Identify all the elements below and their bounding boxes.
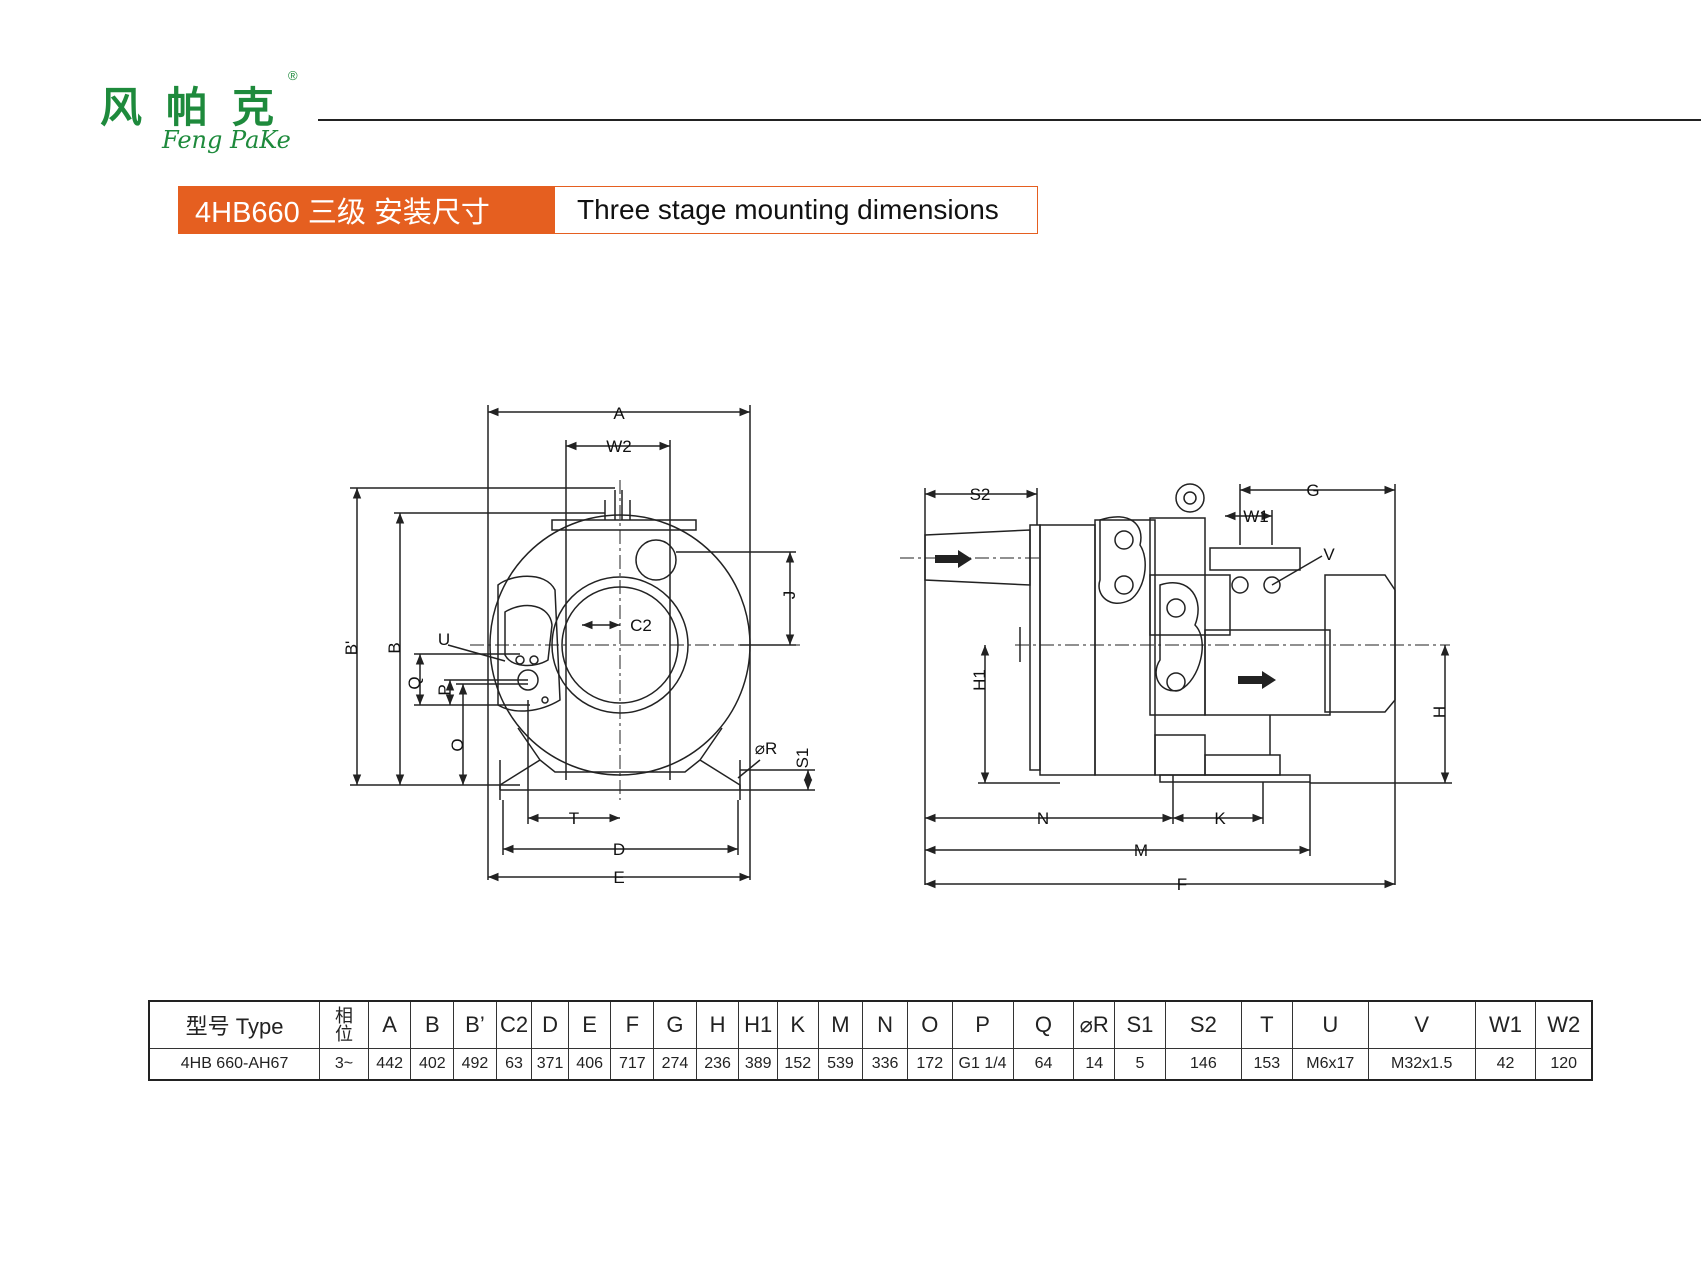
dim-label-B-prime: B' <box>342 641 361 656</box>
table-header-cell: 相 位 <box>319 1000 369 1049</box>
dim-label-S1: S1 <box>793 748 812 769</box>
dim-label-T: T <box>569 809 579 828</box>
table-cell: 3~ <box>319 1048 369 1081</box>
table-header-cell: H <box>695 1000 740 1049</box>
table-cell: 5 <box>1114 1048 1166 1081</box>
dim-label-H1: H1 <box>970 669 989 691</box>
brand-name-cn: 风帕克 <box>100 83 299 132</box>
table-header-cell: P <box>951 1000 1014 1049</box>
table-cell: 274 <box>653 1048 697 1081</box>
dim-label-Q: Q <box>405 676 424 689</box>
table-header-cell: K <box>776 1000 819 1049</box>
table-header-cell: ⌀R <box>1073 1000 1116 1049</box>
dim-label-G: G <box>1306 481 1319 500</box>
table-cell: 172 <box>906 1048 953 1081</box>
table-header-cell: V <box>1367 1000 1476 1049</box>
dim-label-K: K <box>1214 809 1226 828</box>
dim-label-D: D <box>613 840 625 859</box>
table-cell: 4HB 660-AH67 <box>148 1048 321 1081</box>
table-cell: 42 <box>1474 1048 1537 1081</box>
table-cell: G1 1/4 <box>951 1048 1014 1081</box>
page-title-en: Three stage mounting dimensions <box>577 194 999 225</box>
dim-label-W2: W2 <box>606 437 632 456</box>
table-cell: 442 <box>367 1048 412 1081</box>
brand-name-en: Feng PaKe <box>162 126 291 154</box>
table-header-cell: T <box>1240 1000 1293 1049</box>
table-cell: 120 <box>1535 1048 1593 1081</box>
table-cell: 402 <box>410 1048 455 1081</box>
page-title-banner: 4HB660 三级 安装尺寸 Three stage mounting dime… <box>178 186 1038 234</box>
dim-label-W1: W1 <box>1243 507 1269 526</box>
table-cell: 371 <box>531 1048 569 1081</box>
table-header-cell: S1 <box>1114 1000 1166 1049</box>
table-header-cell: W2 <box>1535 1000 1593 1049</box>
table-header-cell: G <box>653 1000 697 1049</box>
dim-label-A: A <box>613 404 625 423</box>
dim-label-U: U <box>438 630 450 649</box>
table-cell: 152 <box>776 1048 819 1081</box>
table-header-cell: S2 <box>1164 1000 1242 1049</box>
page-title-cn: 4HB660 三级 安装尺寸 <box>179 187 555 233</box>
table-header-cell: E <box>567 1000 612 1049</box>
table-cell: 539 <box>817 1048 864 1081</box>
dim-label-E: E <box>613 868 624 887</box>
table-cell: 389 <box>738 1048 778 1081</box>
table-cell: 64 <box>1012 1048 1075 1081</box>
dim-label-C2: C2 <box>630 616 652 635</box>
table-cell: 153 <box>1240 1048 1293 1081</box>
table-cell: 63 <box>495 1048 533 1081</box>
table-header-cell: B’ <box>453 1000 497 1049</box>
table-cell: 14 <box>1073 1048 1116 1081</box>
table-cell: 146 <box>1164 1048 1242 1081</box>
table-header-cell: C2 <box>495 1000 533 1049</box>
dim-label-O: O <box>448 738 467 751</box>
table-cell: 236 <box>695 1048 740 1081</box>
table-cell: M32x1.5 <box>1367 1048 1476 1081</box>
table-header-cell: N <box>862 1000 908 1049</box>
table-header-cell: H1 <box>738 1000 778 1049</box>
dim-label-P: P <box>435 684 454 695</box>
brand-logo: 风帕克 ® Feng PaKe <box>100 62 310 162</box>
registered-mark: ® <box>288 68 298 83</box>
table-header-cell: W1 <box>1474 1000 1537 1049</box>
table-header-cell: D <box>531 1000 569 1049</box>
table-header-cell: M <box>817 1000 864 1049</box>
dim-label-J: J <box>780 591 799 600</box>
dim-label-F: F <box>1177 875 1187 894</box>
table-cell: 717 <box>610 1048 655 1081</box>
table-header-cell: U <box>1291 1000 1369 1049</box>
side-view-outline <box>924 483 1396 783</box>
table-header-cell: F <box>610 1000 655 1049</box>
dim-label-M: M <box>1134 841 1148 860</box>
table-cell: 406 <box>567 1048 612 1081</box>
header-divider <box>318 119 1701 121</box>
table-header-cell: B <box>410 1000 455 1049</box>
table-header-cell: O <box>906 1000 953 1049</box>
table-cell: 492 <box>453 1048 497 1081</box>
table-cell: M6x17 <box>1291 1048 1369 1081</box>
table-header-cell: 型号 Type <box>148 1000 321 1049</box>
dim-label-R: ⌀R <box>755 739 778 758</box>
dim-label-S2: S2 <box>970 485 991 504</box>
dim-label-B: B <box>385 642 404 653</box>
table-header-cell: Q <box>1012 1000 1075 1049</box>
dim-label-N: N <box>1037 809 1049 828</box>
table-header-cell: A <box>367 1000 412 1049</box>
table-cell: 336 <box>862 1048 908 1081</box>
dim-label-V: V <box>1323 545 1335 564</box>
dim-label-H: H <box>1430 706 1449 718</box>
